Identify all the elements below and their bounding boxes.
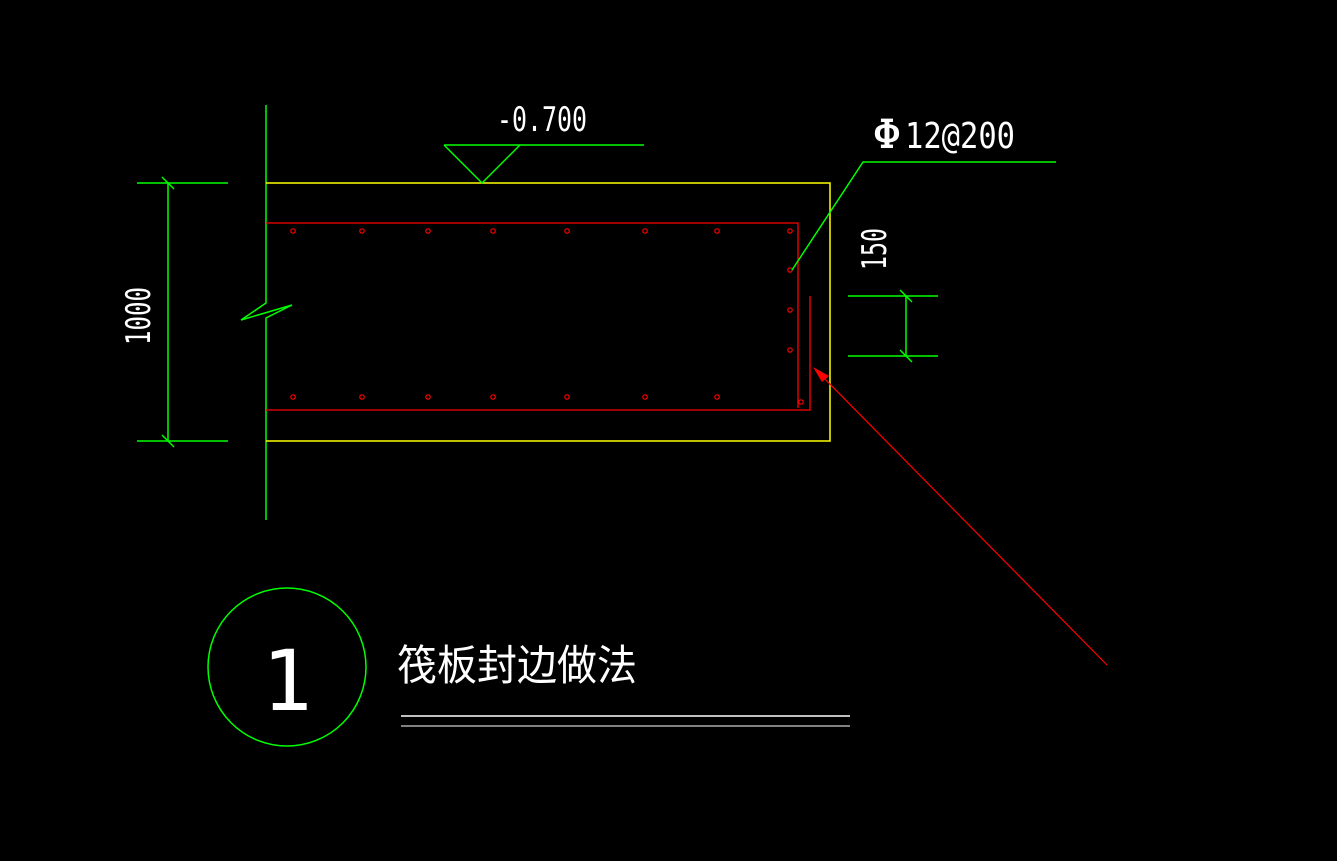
rebar-dot xyxy=(787,347,793,353)
rebar-dots-end xyxy=(787,267,793,353)
red-leader-line xyxy=(817,371,1108,666)
rebar-dot xyxy=(787,267,793,273)
rebar-dot xyxy=(642,394,648,400)
rebar-dot xyxy=(490,394,496,400)
rebar-dot xyxy=(714,394,720,400)
rebar-dot xyxy=(425,228,431,234)
slab-outline xyxy=(266,182,831,442)
rebar-dot xyxy=(359,228,365,234)
detail-number: 1 xyxy=(262,632,313,730)
dimension-side-label: 150 xyxy=(855,228,895,270)
rebar-dot xyxy=(787,228,793,234)
dimension-side xyxy=(848,289,938,363)
rebar-dot xyxy=(359,394,365,400)
dimension-height-label: 1000 xyxy=(119,287,159,345)
rebar-bottom-hook xyxy=(266,296,811,411)
rebar-dot xyxy=(490,228,496,234)
elevation-label: -0.700 xyxy=(497,100,587,140)
elevation-marker xyxy=(443,144,644,185)
rebar-callout-leader xyxy=(791,161,1056,271)
rebar-dot xyxy=(564,228,570,234)
rebar-dot xyxy=(798,399,804,405)
rebar-dot xyxy=(290,394,296,400)
rebar-dot xyxy=(564,394,570,400)
rebar-dot xyxy=(714,228,720,234)
rebar-spec-label: 12@200 xyxy=(905,116,1015,157)
dimension-height xyxy=(137,176,228,448)
rebar-dot xyxy=(642,228,648,234)
rebar-dots-bottom xyxy=(290,394,804,405)
rebar-dot xyxy=(787,307,793,313)
rebar-grade-symbol: Φ xyxy=(872,112,902,158)
break-line xyxy=(240,105,293,520)
rebar-top-and-end xyxy=(266,222,799,370)
detail-bubble xyxy=(207,587,367,747)
red-arrowhead-icon xyxy=(813,367,829,382)
detail-title: 筏板封边做法 xyxy=(397,641,637,690)
rebar-dots-top xyxy=(290,228,793,234)
rebar-dot xyxy=(290,228,296,234)
rebar-dot xyxy=(425,394,431,400)
